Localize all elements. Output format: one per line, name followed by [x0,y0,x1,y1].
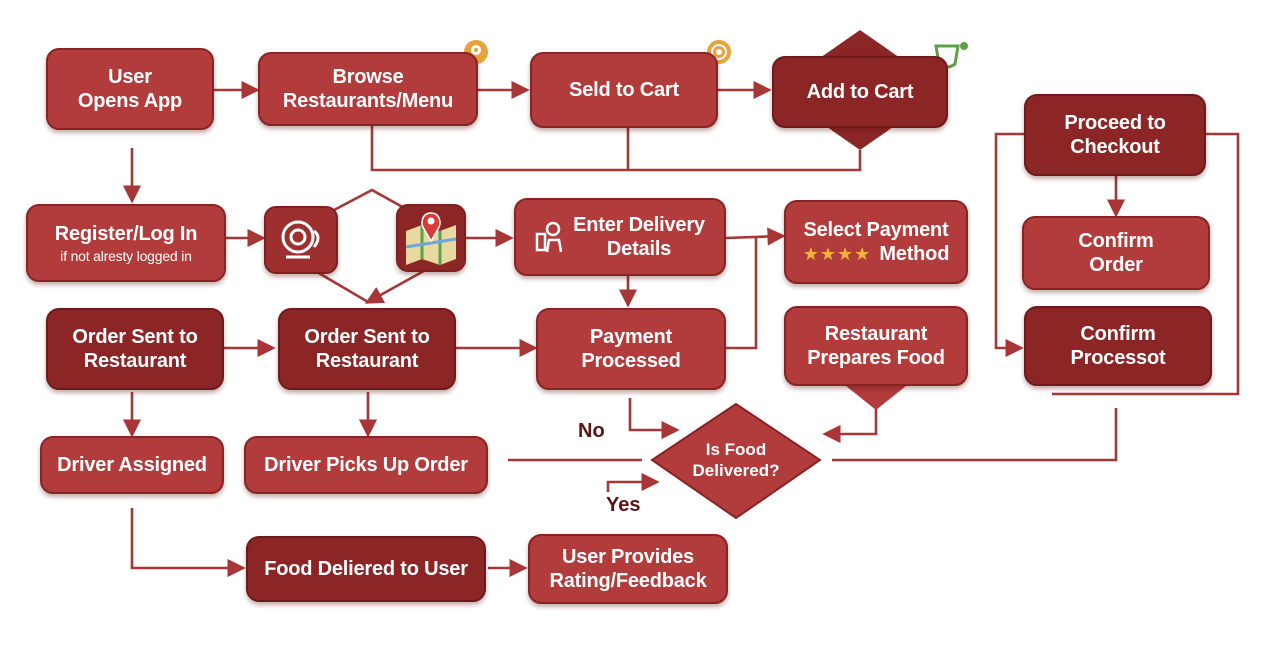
node-browse-restaurants[interactable]: Browse Restaurants/Menu [258,52,478,126]
label-no: No [578,420,605,442]
node-order-sent-to-restaurant-2[interactable]: Order Sent to Restaurant [278,308,456,390]
node-restaurant-prepares-food[interactable]: Restaurant Prepares Food [784,306,968,386]
node-payment-processed[interactable]: Payment Processed [536,308,726,390]
node-user-opens-app[interactable]: User Opens App [46,48,214,130]
map-pin-icon [396,204,466,272]
node-confirm-order[interactable]: Confirm Order [1022,216,1210,290]
node-enter-delivery-details[interactable]: Enter Delivery Details [514,198,726,276]
rating-stars: ★★★★ [802,244,872,264]
node-select-payment-method[interactable]: Select Payment ★★★★ Method [784,200,968,284]
decision-is-food-delivered[interactable]: Is Food Delivered? [692,440,780,480]
node-driver-assigned[interactable]: Driver Assigned [40,436,224,494]
node-add-to-cart[interactable]: Add to Cart [772,56,948,128]
node-user-provides-rating[interactable]: User Provides Rating/Feedback [528,534,728,604]
node-register-login[interactable]: Register/Log In if not alresty logged in [26,204,226,282]
node-confirm-processot[interactable]: Confirm Processot [1024,306,1212,386]
node-proceed-to-checkout[interactable]: Proceed to Checkout [1024,94,1206,176]
node-driver-picks-up-order[interactable]: Driver Picks Up Order [244,436,488,494]
node-food-delivered-to-user[interactable]: Food Deliered to User [246,536,486,602]
label-yes: Yes [606,494,641,516]
decision-diamond [650,402,822,520]
webcam-icon [264,206,338,274]
node-seld-to-cart[interactable]: Seld to Cart [530,52,718,128]
delivery-person-icon [535,221,563,253]
node-order-sent-to-restaurant-1[interactable]: Order Sent to Restaurant [46,308,224,390]
